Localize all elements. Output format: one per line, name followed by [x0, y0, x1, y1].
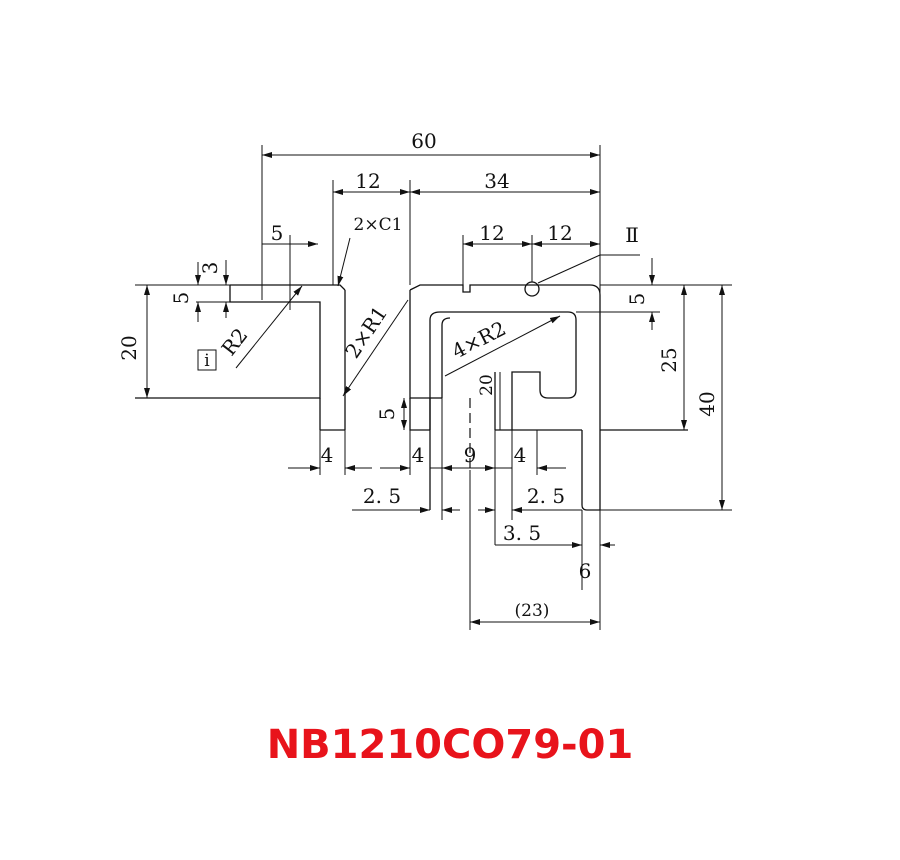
dim-ref-width: (23)	[515, 601, 550, 621]
note-chamfer: 2×C1	[354, 215, 403, 235]
dim-flange-width: 12	[355, 169, 380, 193]
dim-left-height: 20	[117, 335, 141, 360]
dimension-lines	[135, 145, 732, 630]
dim-lip-width: 5	[271, 221, 284, 245]
dim-wall-inner: 3. 5	[503, 521, 541, 545]
dim-total-height: 40	[695, 391, 719, 416]
dim-wall-left: 2. 5	[363, 484, 401, 508]
dim-foot-left: 4	[321, 443, 334, 467]
dim-slot-opening: 9	[464, 443, 477, 467]
box-symbol-frame	[197, 349, 217, 371]
dim-inner-height: 20	[477, 374, 497, 396]
dim-overall-width: 60	[411, 129, 436, 153]
profile-outline	[135, 281, 688, 511]
dim-right-width: 34	[484, 169, 509, 193]
dim-right-offset: 6	[579, 559, 592, 583]
detail-ref: Ⅱ	[625, 223, 639, 247]
dim-slot-right: 12	[547, 221, 572, 245]
dim-foot-right: 4	[514, 443, 527, 467]
note-inner-radius: 2×R1	[340, 302, 392, 363]
dim-top-wall: 5	[625, 293, 649, 306]
dim-right-height: 25	[657, 347, 681, 372]
dim-wall-right: 2. 5	[527, 484, 565, 508]
box-symbol: i	[204, 351, 210, 371]
dim-slot-left: 12	[479, 221, 504, 245]
note-outer-radius: 4×R2	[448, 316, 510, 363]
dim-foot-mid: 4	[412, 443, 425, 467]
part-number: NB1210CO79-01	[266, 722, 634, 768]
dim-lip-height: 5	[169, 292, 193, 305]
dim-lip-gap: 3	[198, 262, 222, 275]
dim-foot-height: 5	[375, 408, 399, 421]
